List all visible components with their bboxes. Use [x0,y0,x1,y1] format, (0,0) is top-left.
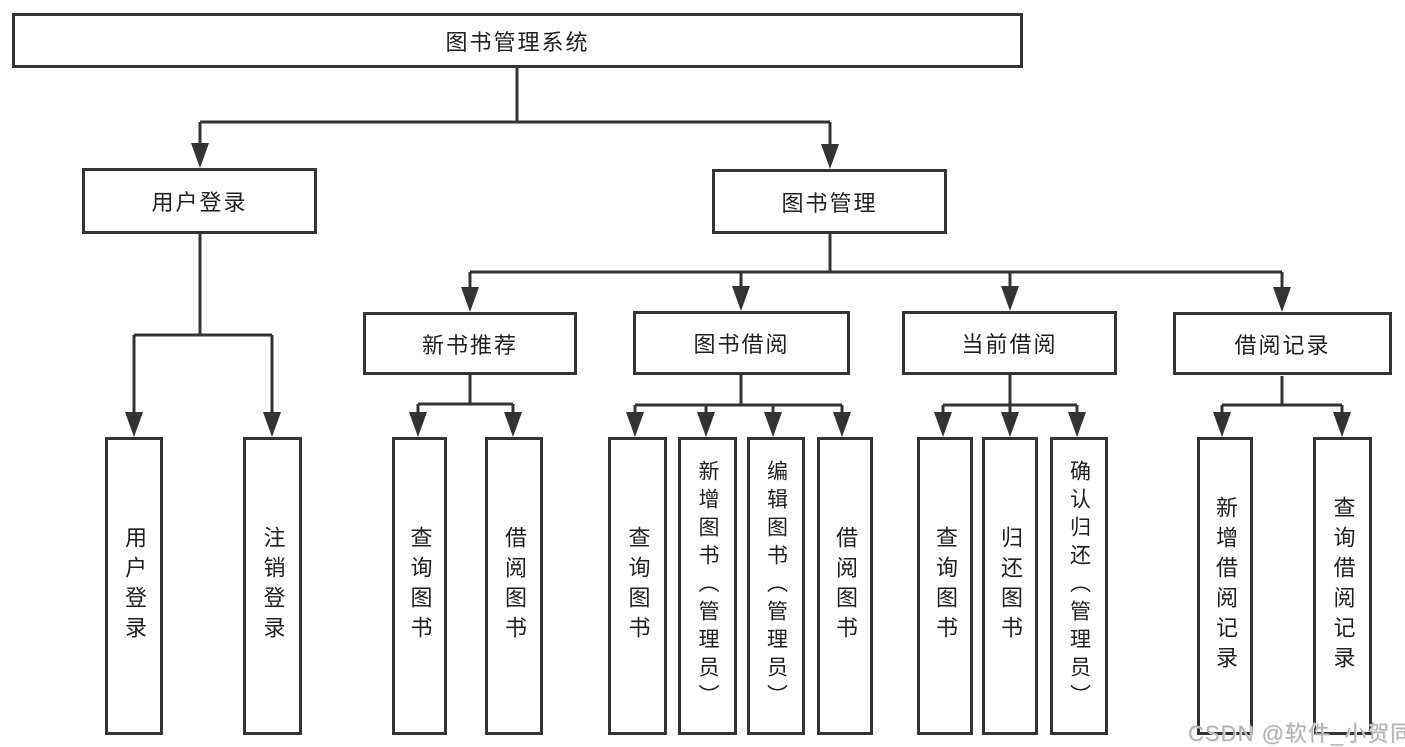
node-root-library-system: 图书管理系统 [12,13,1023,68]
leaf-query-books-2: 查询图书 [608,437,667,735]
leaf-borrow-books-2: 借阅图书 [817,437,873,735]
leaf-label: 编辑图书（管理员） [764,460,788,712]
leaf-return-book: 归还图书 [982,437,1038,735]
leaf-label: 查询借阅记录 [1330,496,1356,676]
leaf-label: 查询图书 [933,526,958,646]
node-label: 当前借阅 [961,332,1058,357]
leaf-add-book-admin: 新增图书（管理员） [678,437,737,735]
node-new-book-recommend: 新书推荐 [363,312,577,375]
node-label: 新书推荐 [421,332,518,358]
leaf-query-books-3: 查询图书 [917,437,973,735]
leaf-label: 注销登录 [260,526,286,646]
leaf-query-books-1: 查询图书 [392,437,447,735]
leaf-label: 归还图书 [998,526,1023,646]
node-user-login: 用户登录 [82,168,317,234]
node-label: 图书管理 [781,190,878,216]
leaf-query-borrow-record: 查询借阅记录 [1313,437,1372,735]
node-label: 图书借阅 [693,332,790,357]
leaf-label: 查询图书 [407,526,433,646]
leaf-logout: 注销登录 [243,437,302,735]
leaf-label: 确认归还（管理员） [1067,460,1091,712]
leaf-label: 借阅图书 [502,526,527,646]
leaf-borrow-books-1: 借阅图书 [485,437,543,735]
leaf-edit-book-admin: 编辑图书（管理员） [747,437,805,735]
node-label: 用户登录 [151,190,248,215]
leaf-label: 用户登录 [122,526,147,646]
node-borrow-record: 借阅记录 [1173,312,1392,375]
leaf-label: 新增借阅记录 [1213,496,1238,676]
leaf-user-login: 用户登录 [105,437,163,735]
node-book-management: 图书管理 [712,169,947,234]
node-current-borrow: 当前借阅 [902,311,1117,375]
csdn-watermark: CSDN @软件_小贺同学 [1188,721,1405,746]
leaf-add-borrow-record: 新增借阅记录 [1197,437,1253,735]
arrowhead-group [125,143,1351,437]
leaf-label: 新增图书（管理员） [696,460,719,712]
node-label: 借阅记录 [1234,332,1331,358]
leaf-label: 查询图书 [625,526,651,646]
node-label: 图书管理系统 [445,29,590,55]
leaf-label: 借阅图书 [833,526,858,646]
leaf-confirm-return-admin: 确认归还（管理员） [1050,437,1108,735]
node-book-borrow: 图书借阅 [633,311,850,375]
